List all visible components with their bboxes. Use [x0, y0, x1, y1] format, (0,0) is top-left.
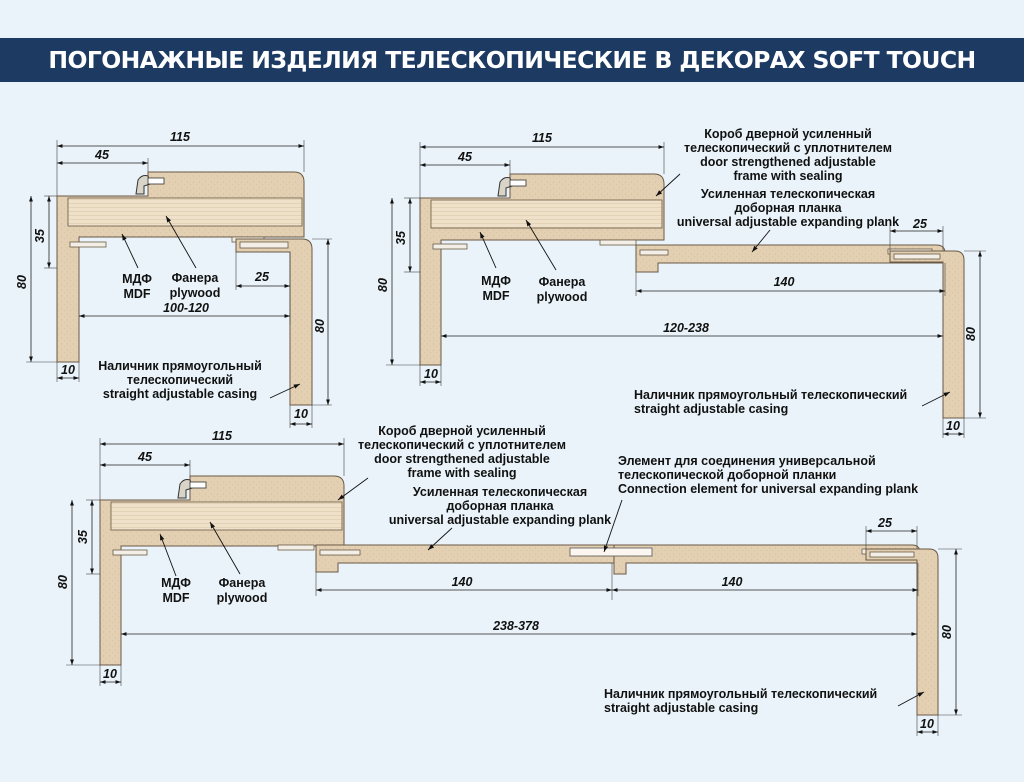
dim-groove: 45	[457, 150, 473, 164]
dim-width: 115	[532, 131, 553, 145]
title-bar: ПОГОНАЖНЫЕ ИЗДЕЛИЯ ТЕЛЕСКОПИЧЕСКИЕ В ДЕК…	[0, 38, 1024, 82]
casing-label-line2: straight adjustable casing	[604, 701, 758, 715]
casing-label-line1: Наличник прямоугольный	[98, 359, 262, 373]
plank-label-line3: universal adjustable expanding plank	[677, 215, 899, 229]
casing-profile	[235, 238, 313, 406]
connector-label-line2: телескопической доборной планки	[618, 468, 836, 482]
seal-icon	[135, 175, 165, 195]
frame-label-line3: door strengthened adjustable	[374, 452, 550, 466]
seal-icon	[177, 479, 207, 499]
frame-label-line4: frame with sealing	[407, 466, 516, 480]
door-frame-profile	[419, 173, 665, 366]
door-frame-profile	[99, 475, 345, 666]
plank-label-line3: universal adjustable expanding plank	[389, 513, 611, 527]
dim-height-frame: 35	[76, 529, 90, 544]
expanding-plank-1-profile	[315, 544, 615, 573]
dim-height-frame: 35	[394, 230, 408, 245]
casing-label-line1: Наличник прямоугольный телескопический	[634, 388, 907, 402]
dim-thick-left: 10	[424, 367, 438, 381]
mdf-label-ru: МДФ	[122, 272, 152, 286]
diagram-2: 115 45 35 80 25 140 120-238 10 80 10	[376, 127, 986, 438]
dim-plank: 140	[774, 275, 795, 289]
dim-plank-1: 140	[452, 575, 473, 589]
dim-range: 238-378	[492, 619, 539, 633]
casing-label-line2: телескопический	[127, 373, 233, 387]
plywood-label-ru: Фанера	[539, 275, 587, 289]
connector-label-line1: Элемент для соединения универсальной	[618, 454, 876, 468]
connection-element	[569, 547, 653, 557]
plank-label-line2: доборная планка	[734, 201, 842, 215]
dim-thick-right: 10	[294, 407, 308, 421]
dim-height-frame: 35	[33, 228, 47, 243]
door-frame-profile	[56, 171, 305, 363]
dim-thick-left: 10	[61, 363, 75, 377]
casing-label-line2: straight adjustable casing	[634, 402, 788, 416]
dim-groove: 45	[137, 450, 153, 464]
plywood-label-en: plywood	[170, 286, 221, 300]
frame-label-line1: Короб дверной усиленный	[704, 127, 872, 141]
dim-height-total: 80	[376, 278, 390, 292]
dim-casing-height: 80	[313, 319, 327, 333]
diagram-3: 115 45 35 80 25 140 140 238-378 10 80	[56, 424, 962, 736]
dim-thick-right: 10	[920, 717, 934, 731]
mdf-label-en: MDF	[123, 287, 150, 301]
dim-range: 100-120	[163, 301, 209, 315]
mdf-label-en: MDF	[162, 591, 189, 605]
plank-label-line1: Усиленная телескопическая	[413, 485, 587, 499]
dim-casing-height: 80	[940, 625, 954, 639]
casing-label-line1: Наличник прямоугольный телескопический	[604, 687, 877, 701]
frame-label-line4: frame with sealing	[733, 169, 842, 183]
frame-label-line2: телескопический с уплотнителем	[684, 141, 892, 155]
dim-casing-depth: 25	[877, 516, 893, 530]
dim-thick-left: 10	[103, 667, 117, 681]
casing-label-line3: straight adjustable casing	[103, 387, 257, 401]
dim-casing-depth: 25	[254, 270, 270, 284]
plywood-label-en: plywood	[537, 290, 588, 304]
mdf-label-en: MDF	[482, 289, 509, 303]
seal-icon	[497, 177, 527, 197]
plank-label-line1: Усиленная телескопическая	[701, 187, 875, 201]
mdf-label-ru: МДФ	[161, 576, 191, 590]
casing-profile	[889, 250, 965, 419]
plank-label-line2: доборная планка	[446, 499, 554, 513]
dim-casing-height: 80	[964, 327, 978, 341]
dim-width: 115	[170, 130, 191, 144]
diagram-1: 115 45 35 80 25 100-120 10 80 10 МДФ MDF	[15, 130, 332, 428]
dim-range: 120-238	[663, 321, 709, 335]
plywood-label-ru: Фанера	[172, 271, 220, 285]
dim-width: 115	[212, 429, 233, 443]
frame-label-line2: телескопический с уплотнителем	[358, 438, 566, 452]
dim-plank-2: 140	[722, 575, 743, 589]
plywood-label-en: plywood	[217, 591, 268, 605]
casing-profile	[865, 548, 939, 716]
mdf-label-ru: МДФ	[481, 274, 511, 288]
frame-label-line3: door strengthened adjustable	[700, 155, 876, 169]
dim-thick-right: 10	[946, 419, 960, 433]
dim-height-total: 80	[56, 575, 70, 589]
dim-casing-depth: 25	[912, 217, 928, 231]
page-title: ПОГОНАЖНЫЕ ИЗДЕЛИЯ ТЕЛЕСКОПИЧЕСКИЕ В ДЕК…	[48, 46, 976, 74]
dim-groove: 45	[94, 148, 110, 162]
frame-label-line1: Короб дверной усиленный	[378, 424, 546, 438]
dim-height-total: 80	[15, 275, 29, 289]
connector-label-line3: Connection element for universal expandi…	[618, 482, 918, 496]
plywood-label-ru: Фанера	[219, 576, 267, 590]
